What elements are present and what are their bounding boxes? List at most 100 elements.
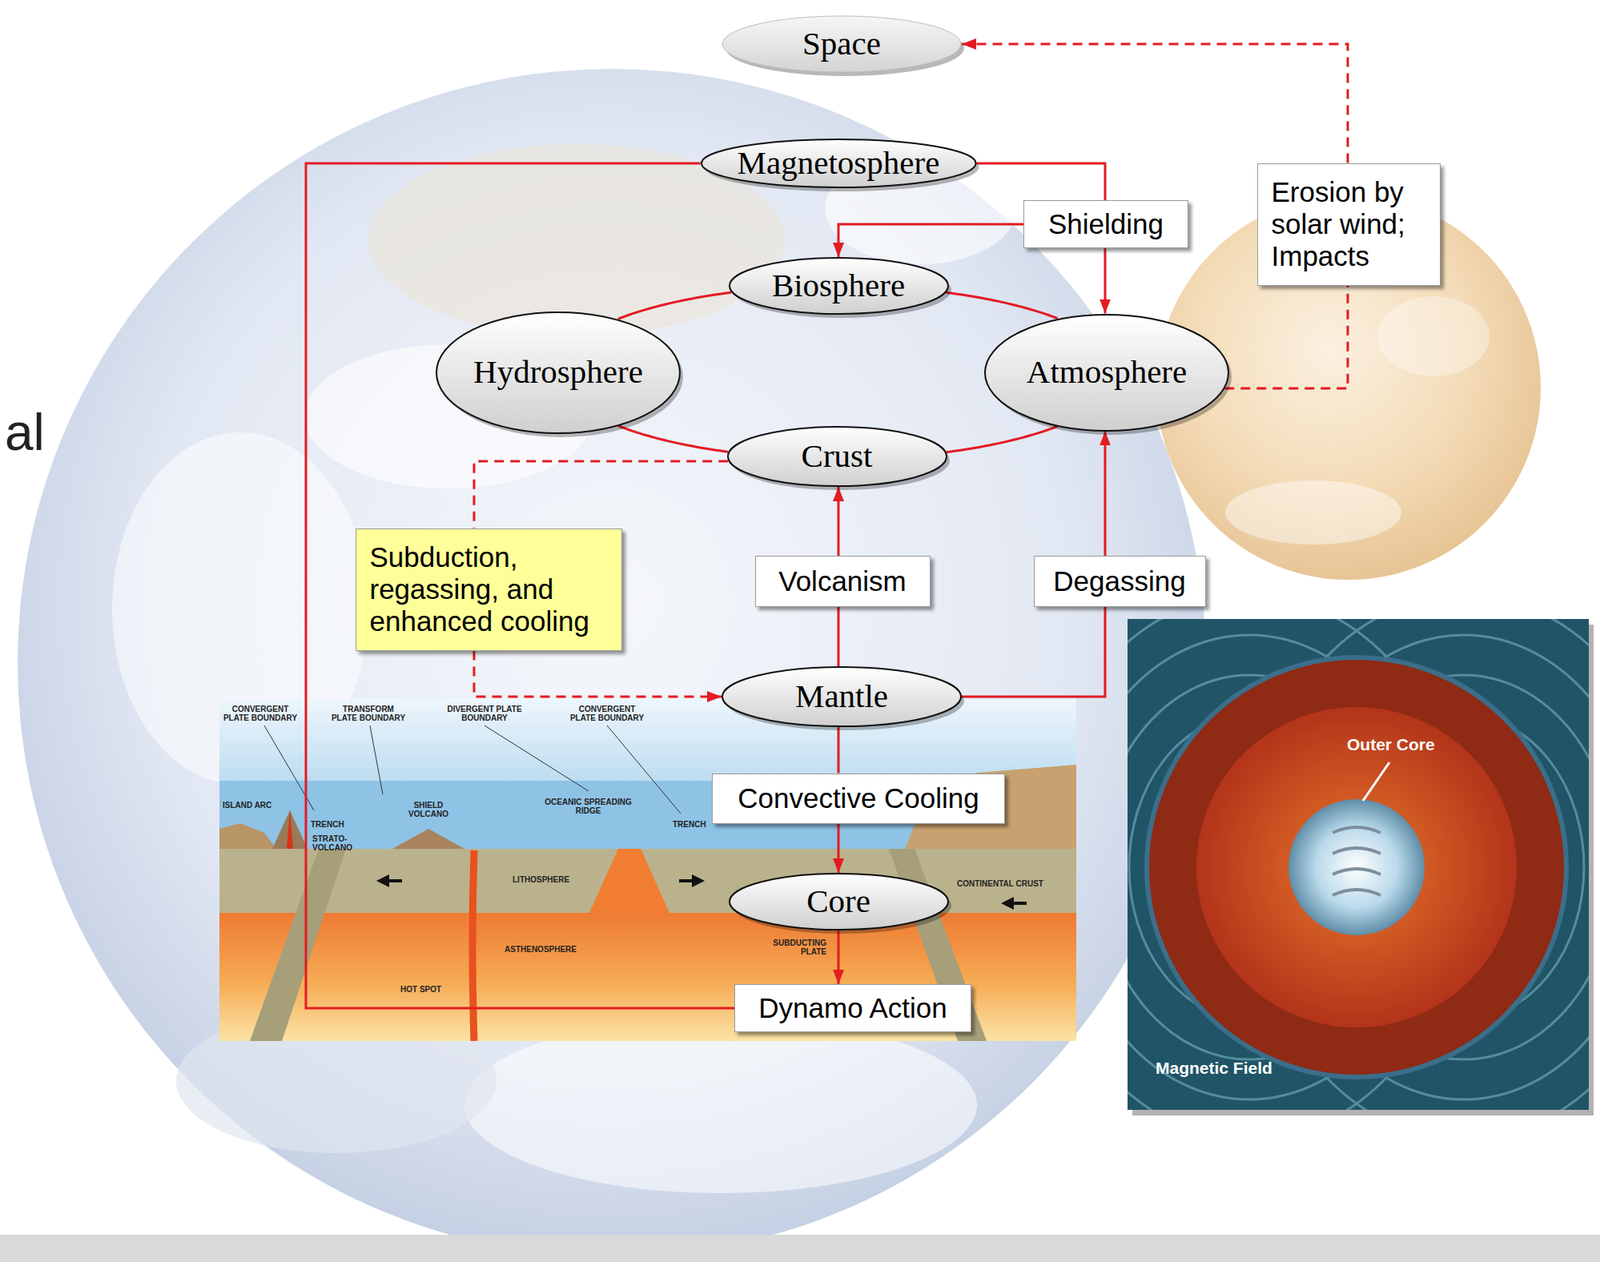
text-holder: Space: [802, 24, 881, 63]
earth-disc: [17, 68, 1207, 1258]
process-box: Convective Cooling: [711, 773, 1006, 825]
figure-label: LITHOSPHERE: [512, 875, 570, 885]
text-holder: Dynamo Action: [758, 992, 947, 1025]
connector: [837, 486, 841, 556]
node-text: Atmosphere: [1026, 353, 1187, 391]
sphere-ellipse: Biosphere: [728, 257, 949, 315]
ellipse-body: [722, 667, 961, 727]
sphere-ellipse: Crust: [727, 426, 948, 487]
figure-label: TRANSFORM PLATE BOUNDARY: [329, 704, 407, 723]
subducting-slab: [249, 848, 346, 1042]
sphere-ellipse: Magnetosphere: [700, 138, 977, 189]
connector: [618, 292, 732, 319]
node-text: Convective Cooling: [737, 782, 980, 815]
ellipse-body: [722, 16, 961, 73]
connector: [305, 163, 735, 1009]
node-text: Crust: [801, 437, 873, 475]
connector: [976, 163, 1106, 201]
ellipse-body: [436, 312, 680, 434]
process-box: Shielding: [1023, 200, 1189, 249]
dashed-connector: [1224, 285, 1348, 390]
connector: [837, 727, 841, 774]
node-text: Mantle: [795, 677, 889, 716]
figure-label: ASTHENOSPHERE: [504, 944, 577, 954]
inset-ground: [1127, 619, 1589, 1110]
figure-label: OCEANIC SPREADING RIDGE: [538, 797, 639, 816]
cloud-patch: [1377, 296, 1490, 377]
magnetic-field-inset: [1033, 594, 1600, 1140]
ellipse-body: [701, 139, 977, 188]
node-text: Subduction, regassing, and enhanced cool…: [369, 541, 608, 639]
node-text: Dynamo Action: [758, 992, 947, 1025]
figure-label: CONVERGENT PLATE BOUNDARY: [568, 704, 646, 723]
inset-label: Outer Core: [1346, 735, 1436, 755]
plate-tectonics-illustration: [219, 699, 1077, 1042]
ellipse-body: [729, 873, 949, 930]
dashed-connector: [474, 461, 728, 529]
text-holder: Hydrosphere: [473, 353, 644, 391]
connector: [837, 607, 841, 667]
node-text: Shielding: [1048, 208, 1164, 241]
node-text: Degassing: [1053, 565, 1186, 598]
figure-label: TRENCH: [672, 820, 707, 829]
figure-label: CONVERGENT PLATE BOUNDARY: [221, 704, 299, 723]
island-arc: [219, 823, 277, 849]
figure-label: HOT SPOT: [400, 984, 442, 994]
node-text: Space: [802, 24, 881, 63]
figure-label: STRATO-VOLCANO: [312, 834, 359, 853]
motion-arrow: [1001, 896, 1027, 910]
process-box: Erosion by solar wind; Impacts: [1257, 163, 1441, 286]
figure-label: ISLAND ARC: [222, 800, 272, 810]
text-holder: Mantle: [795, 677, 889, 716]
spreading-ridge: [589, 848, 670, 913]
earth-globe: [17, 68, 1207, 1258]
sphere-ellipse: Hydrosphere: [435, 311, 681, 435]
space-ellipse: Space: [721, 15, 962, 73]
shield-volcano: [392, 828, 465, 849]
motion-arrow: [376, 874, 403, 888]
process-box: Degassing: [1033, 555, 1207, 608]
connector: [945, 292, 1058, 318]
outer-core: [1196, 707, 1517, 1028]
inset-label: Magnetic Field: [1155, 1058, 1273, 1078]
text-holder: Magnetosphere: [737, 144, 941, 182]
note-box: Subduction, regassing, and enhanced cool…: [355, 528, 623, 652]
strato-volcano: [272, 810, 308, 849]
node-text: Magnetosphere: [737, 144, 941, 182]
leader-line: [369, 725, 383, 795]
inner-core: [1288, 799, 1425, 936]
footer-bar: [0, 1234, 1600, 1262]
figure-label: CONTINENTAL CRUST: [956, 879, 1044, 889]
text-holder: Shielding: [1048, 208, 1164, 241]
connector: [837, 824, 841, 874]
field-lines: [1127, 619, 1589, 1110]
node-text: Biosphere: [771, 266, 905, 305]
text-holder: Erosion by solar wind; Impacts: [1271, 176, 1427, 274]
figure-label: DIVERGENT PLATE BOUNDARY: [446, 704, 523, 723]
text-holder: Convective Cooling: [737, 782, 980, 815]
earth-cutaway: [1146, 657, 1567, 1078]
connector: [1104, 430, 1107, 556]
text-holder: Crust: [801, 437, 873, 475]
connector: [1104, 248, 1107, 314]
sphere-ellipse: Mantle: [721, 666, 962, 728]
connector: [961, 607, 1106, 697]
figure-label: SUBDUCTING PLATE: [760, 938, 827, 957]
connector: [945, 426, 1058, 452]
hot-spot-plume: [472, 850, 475, 1042]
figure-label: SHIELD VOLCANO: [400, 800, 457, 819]
core-swirl: [1332, 827, 1381, 896]
connector: [837, 930, 841, 985]
sphere-ellipse: Atmosphere: [984, 313, 1230, 432]
leader-line: [484, 725, 589, 792]
lava-conduit: [286, 810, 294, 849]
connector: [838, 224, 1024, 258]
dashed-connector: [474, 651, 722, 698]
text-holder: Subduction, regassing, and enhanced cool…: [369, 541, 608, 639]
sphere-ellipse: Core: [728, 872, 949, 931]
connector: [618, 426, 728, 453]
node-text: Hydrosphere: [473, 353, 644, 391]
process-box: Dynamo Action: [734, 984, 972, 1033]
ellipse-body: [984, 314, 1229, 431]
